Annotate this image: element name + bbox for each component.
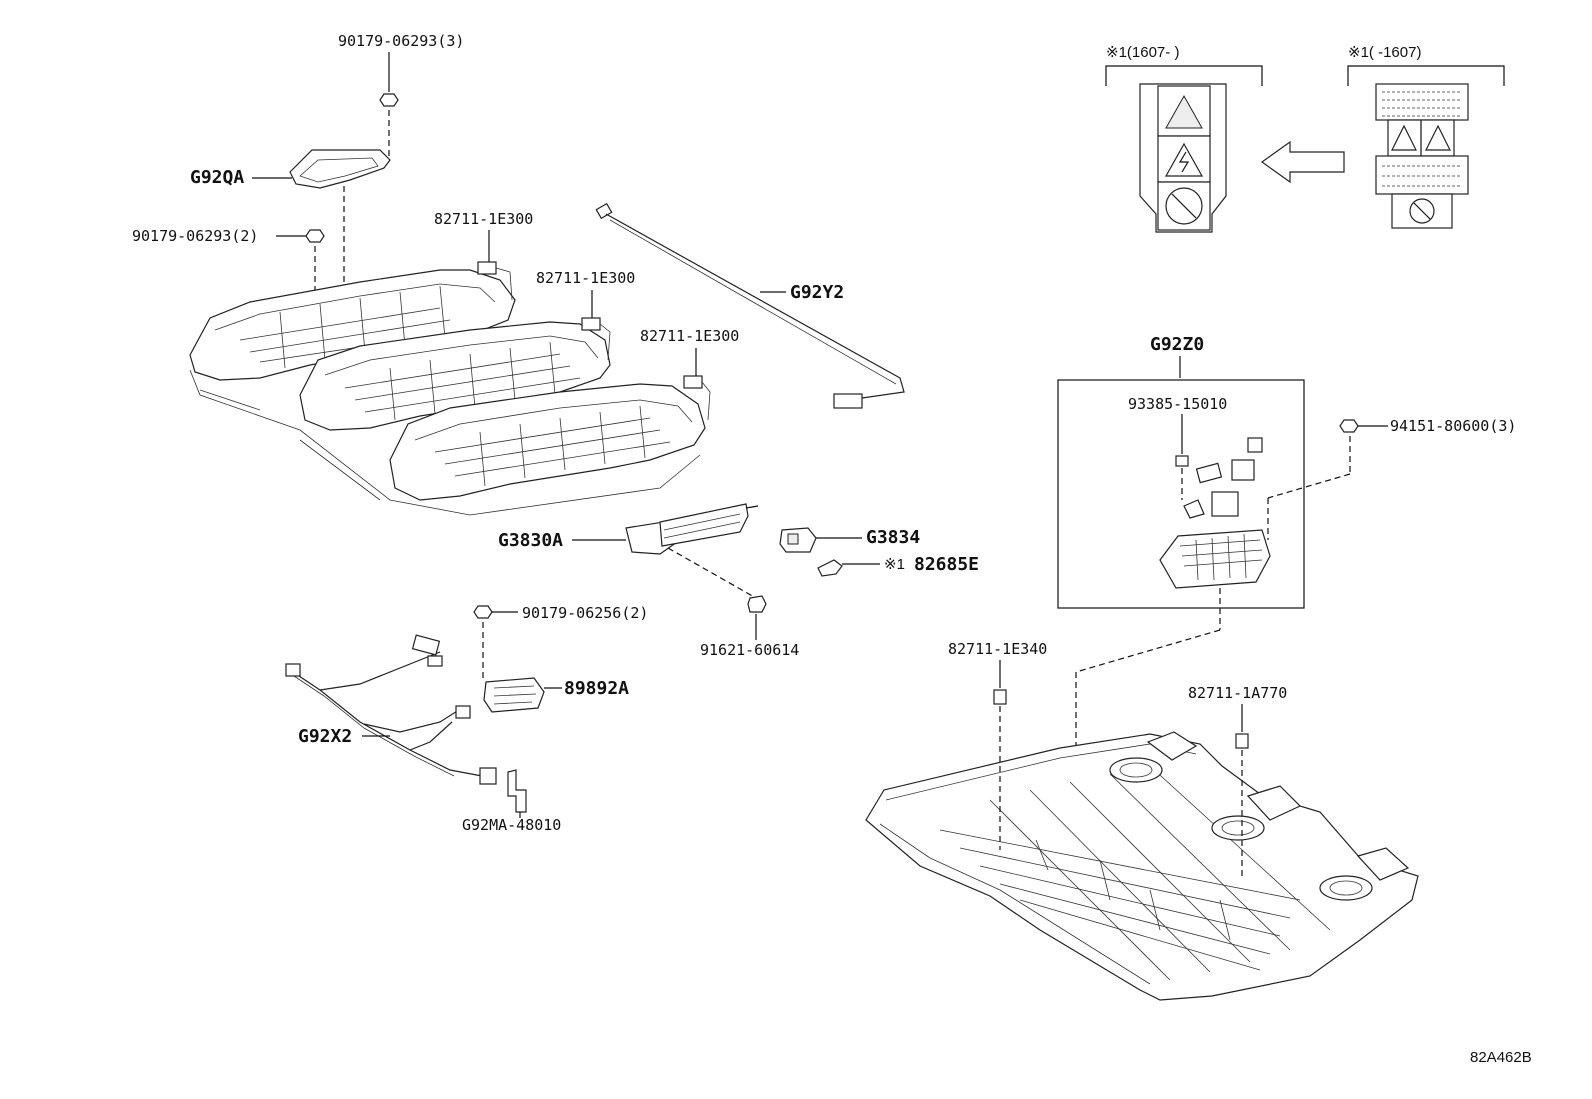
warning-triangle-icon xyxy=(1165,94,1203,129)
bolt-91621: 91621-60614 xyxy=(700,595,799,659)
battery-tray xyxy=(865,731,1419,1001)
spacer-icon xyxy=(1235,733,1249,749)
spacer-icon xyxy=(683,375,703,389)
battery-modules xyxy=(189,269,706,516)
callout-g92y2: G92Y2 xyxy=(790,282,844,303)
nut-icon xyxy=(379,93,399,107)
callout-screw-93385: 93385-15010 xyxy=(1128,395,1227,413)
nut-icon xyxy=(473,605,493,619)
nut-icon xyxy=(305,229,325,243)
callout-bolt-91621: 91621-60614 xyxy=(700,641,799,659)
part-g3830a: G3830A xyxy=(498,503,759,599)
label-variant-new-title: ※1(1607- ) xyxy=(1106,44,1179,61)
spacer-callouts: 82711-1E300 82711-1E300 82711-1E300 xyxy=(434,210,739,421)
callout-g92x2: G92X2 xyxy=(298,726,352,747)
spacer-icon xyxy=(581,317,601,331)
part-g3834: G3834 xyxy=(779,527,920,553)
callout-spacer-2: 82711-1E300 xyxy=(536,269,635,287)
spacer-1e340-group: 82711-1E340 xyxy=(948,640,1047,850)
spacer-1a770-group: 82711-1A770 xyxy=(1188,684,1287,880)
callout-spacer-1e340: 82711-1E340 xyxy=(948,640,1047,658)
label-variant-old-title: ※1( -1607) xyxy=(1348,44,1421,61)
cover-g92qa: G92QA xyxy=(190,149,391,380)
top-nut-group: 90179-06293(3) xyxy=(338,32,464,160)
callout-spacer-1a770: 82711-1A770 xyxy=(1188,684,1287,702)
callout-g3830a: G3830A xyxy=(498,530,563,551)
arrow-left-icon xyxy=(1260,140,1345,184)
screw-icon xyxy=(1175,455,1189,467)
cable-g92y2: G92Y2 xyxy=(595,202,905,409)
part-82685e: ※1 82685E xyxy=(817,554,979,577)
callout-g92z0: G92Z0 xyxy=(1150,334,1204,355)
harness-g92x2: G92X2 xyxy=(285,634,497,785)
callout-89892a: 89892A xyxy=(564,678,629,699)
callout-g92qa: G92QA xyxy=(190,167,244,188)
note-mark-82685e: ※1 xyxy=(884,556,905,573)
nut-icon xyxy=(1339,419,1359,433)
figure-code: 82A462B xyxy=(1470,1049,1532,1066)
warning-triangle-icon xyxy=(1425,124,1451,151)
g92z0-box xyxy=(1057,379,1305,609)
left-nut-group: 90179-06293(2) xyxy=(132,227,325,400)
nut-94151-group: 94151-80600(3) xyxy=(1267,417,1516,540)
warning-triangle-icon xyxy=(1391,124,1417,151)
callout-nut-top: 90179-06293(3) xyxy=(338,32,464,50)
assembly-g92z0: G92Z0 93385-15010 xyxy=(1057,334,1305,856)
callout-nut-94151: 94151-80600(3) xyxy=(1390,417,1516,435)
bracket-g92ma: G92MA-48010 xyxy=(462,769,561,834)
callout-82685e: 82685E xyxy=(914,554,979,575)
callout-g3834: G3834 xyxy=(866,527,920,548)
callout-nut-90179-06256: 90179-06256(2) xyxy=(522,604,648,622)
callout-g92ma: G92MA-48010 xyxy=(462,816,561,834)
callout-spacer-1: 82711-1E300 xyxy=(434,210,533,228)
spacer-icon xyxy=(477,261,497,275)
high-voltage-icon xyxy=(1164,142,1204,177)
callout-nut-left: 90179-06293(2) xyxy=(132,227,258,245)
part-89892a-group: 90179-06256(2) 89892A xyxy=(473,604,648,713)
bolt-icon xyxy=(747,595,767,613)
label-variant-old: ※1( -1607) xyxy=(1347,44,1505,229)
label-variant-new: ※1(1607- ) xyxy=(1105,44,1263,233)
spacer-icon xyxy=(993,689,1007,705)
callout-spacer-3: 82711-1E300 xyxy=(640,327,739,345)
